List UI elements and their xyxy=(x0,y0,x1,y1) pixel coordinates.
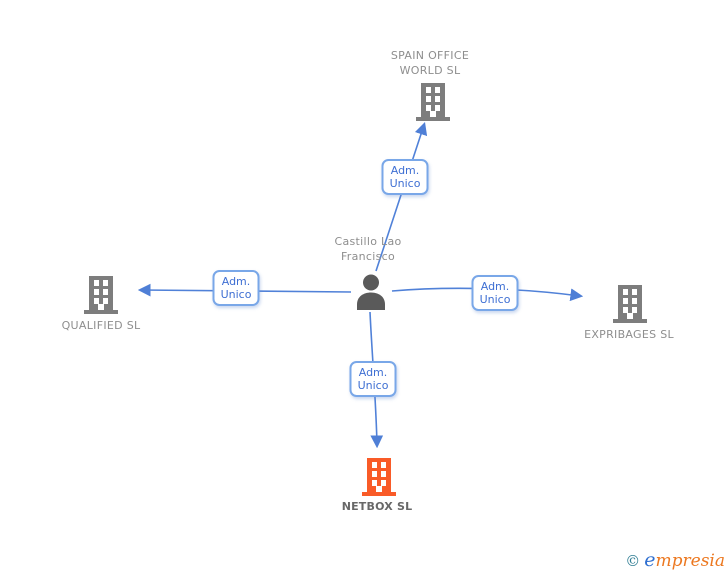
edge-label-adm-unico-right: Adm. Unico xyxy=(471,275,519,311)
building-icon xyxy=(416,83,450,121)
company-label-qualified: QUALIFIED SL xyxy=(61,319,141,332)
edge-label-adm-unico-top: Adm. Unico xyxy=(381,159,429,195)
building-icon xyxy=(362,458,396,496)
company-node-qualified[interactable] xyxy=(84,276,118,314)
company-label-netbox: NETBOX SL xyxy=(341,500,413,513)
brand-initial: e xyxy=(644,549,656,571)
edge-person-to-spain-office xyxy=(375,121,428,272)
company-label-spain-office-world: SPAIN OFFICE WORLD SL xyxy=(390,49,470,77)
building-icon xyxy=(613,285,647,323)
copyright-icon: © xyxy=(625,552,641,570)
company-node-spain-office-world[interactable] xyxy=(416,83,450,121)
company-node-netbox[interactable] xyxy=(362,458,396,496)
company-node-expribages[interactable] xyxy=(613,285,647,323)
building-icon xyxy=(84,276,118,314)
company-label-expribages: EXPRIBAGES SL xyxy=(584,328,674,341)
brand-name: mpresia xyxy=(655,551,726,571)
person-node[interactable] xyxy=(354,274,388,310)
person-icon xyxy=(357,274,385,310)
person-label: Castillo Lao Francisco xyxy=(334,235,402,263)
edge-label-adm-unico-bottom: Adm. Unico xyxy=(349,361,397,397)
edge-label-adm-unico-left: Adm. Unico xyxy=(212,270,260,306)
empresia-logo[interactable]: ©empresia xyxy=(625,549,725,571)
